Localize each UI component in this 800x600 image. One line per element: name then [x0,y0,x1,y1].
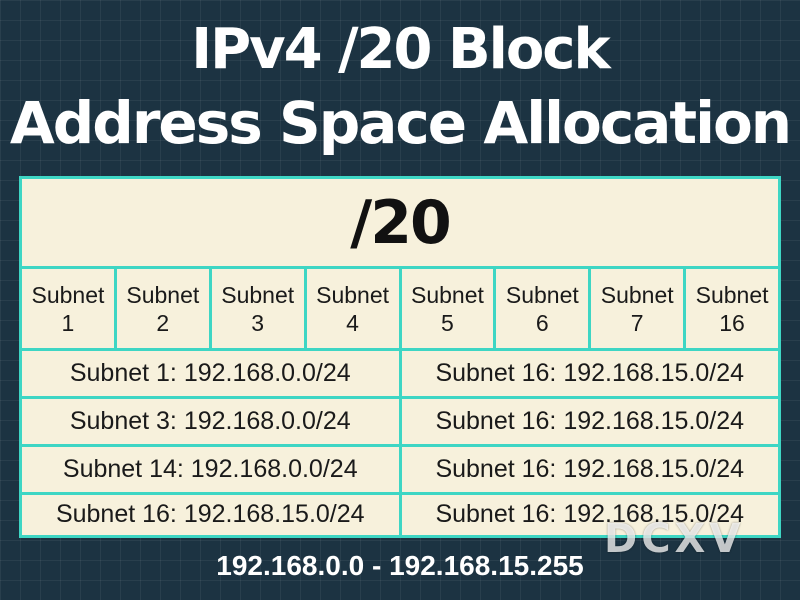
subnet-word: Subnet [600,281,674,308]
diagram-title-line-1: IPv4 /20 Block [191,17,611,82]
address-range: 192.168.0.0 - 192.168.15.255 [216,550,584,581]
allocation-right: Subnet 16: 192.168.15.0/24 [435,407,745,435]
subnet-word: Subnet [31,281,105,308]
subnet-number: 2 [156,309,170,336]
subnet-number: 7 [630,309,644,336]
subnet-number: 5 [441,309,454,336]
subnet-number: 16 [719,309,745,336]
allocation-row: Subnet 14: 192.168.0.0/24 Subnet 16: 192… [22,447,778,495]
allocation-row: Subnet 16: 192.168.15.0/24 Subnet 16: 19… [22,492,778,537]
subnet-number: 6 [535,309,549,336]
allocation-right: Subnet 16: 192.168.15.0/24 [435,500,745,528]
allocation-left: Subnet 1: 192.168.0.0/24 [22,351,402,396]
block-label: /20 [22,179,778,269]
subnet-word: Subnet [410,281,484,308]
allocation-row: Subnet 3: 192.168.0.0/24 Subnet 16: 192.… [22,399,778,447]
subnet-number: 3 [251,309,265,336]
allocation-left: Subnet 16: 192.168.15.0/24 [22,492,402,537]
allocation-right: Subnet 16: 192.168.15.0/24 [435,455,745,483]
allocation-left: Subnet 14: 192.168.0.0/24 [22,447,402,492]
allocation-left: Subnet 3: 192.168.0.0/24 [22,399,402,444]
watermark-logo: DCXV [604,516,745,562]
subnet-number: 1 [61,309,75,336]
subnet-word: Subnet [126,281,200,308]
allocation-right: Subnet 16: 192.168.15.0/24 [435,359,745,387]
subnet-word: Subnet [695,281,769,308]
subnet-word: Subnet [316,281,390,308]
subnet-number: 4 [346,309,359,336]
subnet-word: Subnet [221,281,295,308]
allocation-row: Subnet 1: 192.168.0.0/24 Subnet 16: 192.… [22,351,778,399]
diagram-title-line-2: Address Space Allocation [9,89,792,157]
subnet-word: Subnet [505,281,579,308]
